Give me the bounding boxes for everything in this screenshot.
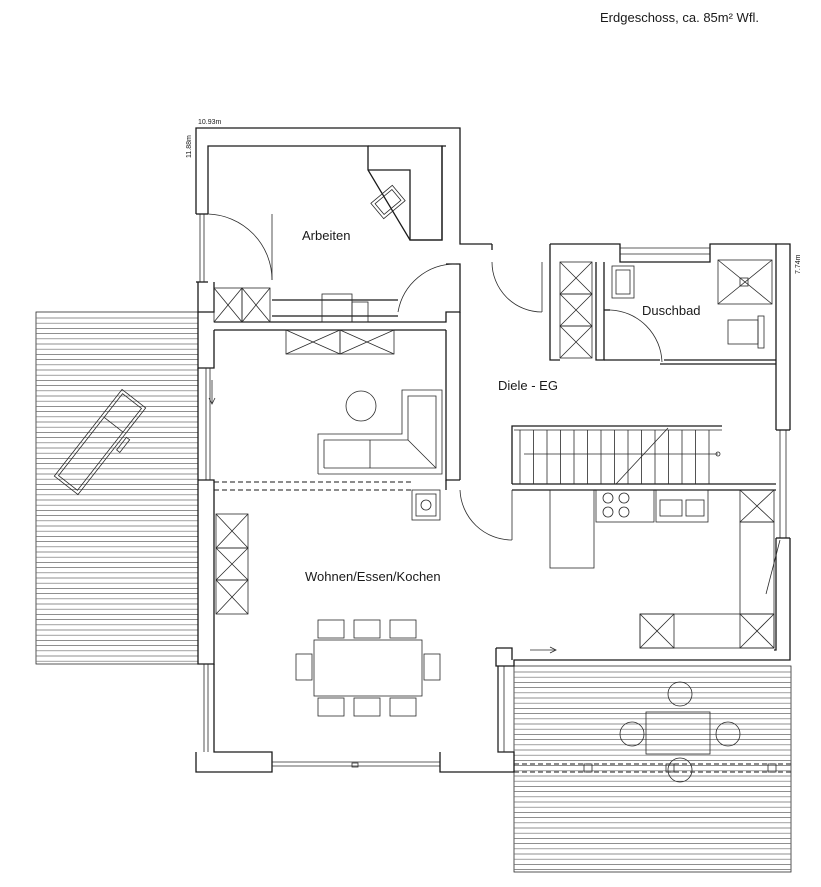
- room-label-arbeiten: Arbeiten: [302, 228, 350, 243]
- furniture: [53, 184, 775, 783]
- terrace-right-boards: [514, 671, 791, 870]
- staircase: [511, 425, 722, 485]
- outer-walls: [195, 127, 791, 773]
- doors: [207, 213, 781, 654]
- interior-walls: [214, 263, 776, 491]
- room-label-duschbad: Duschbad: [642, 303, 701, 318]
- terrace-right: [513, 665, 792, 873]
- dimension-depth: 11.88m: [186, 135, 193, 158]
- dimension-side: 7.74m: [795, 254, 802, 274]
- plan-title: Erdgeschoss, ca. 85m² Wfl.: [600, 10, 759, 25]
- dimension-width: 10.93m: [198, 119, 222, 126]
- terrace-left-boards: [36, 317, 198, 662]
- terrace-left: [35, 311, 199, 665]
- room-label-diele: Diele - EG: [498, 378, 558, 393]
- room-label-wohnen: Wohnen/Essen/Kochen: [305, 569, 441, 584]
